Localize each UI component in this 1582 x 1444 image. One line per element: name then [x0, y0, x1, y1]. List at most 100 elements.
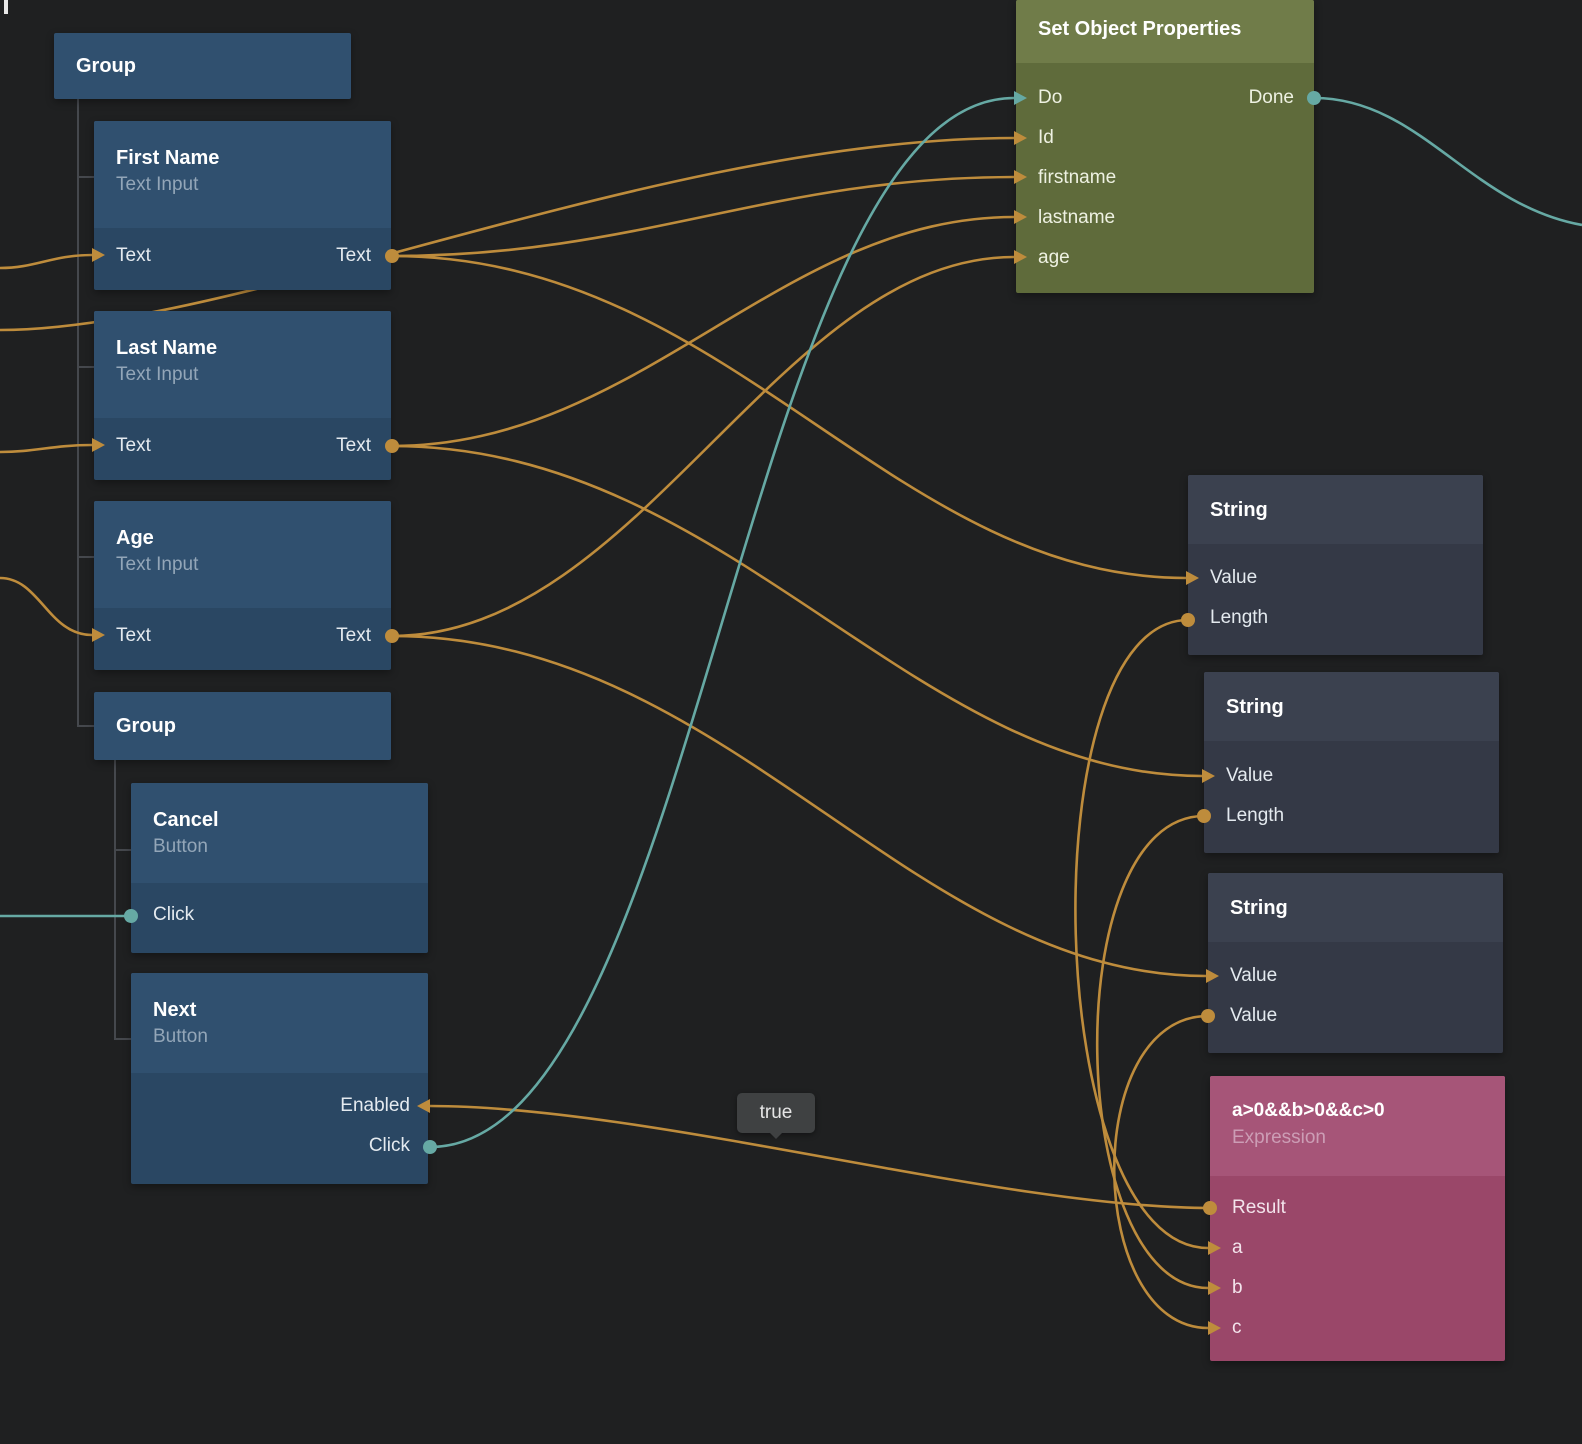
- node-header: First Name Text Input: [94, 121, 391, 228]
- node-header: Age Text Input: [94, 501, 391, 608]
- ports-section: Enabled Click: [131, 1073, 428, 1166]
- node-last-name[interactable]: Last Name Text Input Text Text: [94, 311, 391, 480]
- tree-line: [114, 849, 131, 851]
- stray-mark: [4, 0, 8, 14]
- node-title: Group: [116, 715, 176, 737]
- port-text-input[interactable]: Text: [116, 245, 151, 266]
- node-header: String: [1188, 475, 1483, 544]
- tree-line: [77, 725, 94, 727]
- node-first-name[interactable]: First Name Text Input Text Text: [94, 121, 391, 290]
- node-subtitle: Text Input: [116, 554, 199, 575]
- node-group-1[interactable]: Group: [54, 33, 351, 99]
- port-text-output[interactable]: Text: [336, 435, 371, 456]
- node-title: Last Name: [116, 337, 218, 359]
- port-row: Length: [1188, 598, 1483, 638]
- node-subtitle: Button: [153, 1026, 208, 1047]
- port-value-output[interactable]: Value: [1230, 1005, 1278, 1026]
- ports-section: Value Value: [1208, 942, 1503, 1036]
- port-row: c: [1210, 1308, 1505, 1348]
- port-text-output[interactable]: Text: [336, 245, 371, 266]
- node-title: Set Object Properties: [1038, 18, 1242, 40]
- port-c-input[interactable]: c: [1232, 1317, 1242, 1338]
- port-row: Value: [1208, 996, 1503, 1036]
- node-next-button[interactable]: Next Button Enabled Click: [131, 973, 428, 1184]
- tree-line: [114, 760, 116, 1040]
- node-header: Set Object Properties: [1016, 0, 1314, 63]
- node-group-2[interactable]: Group: [94, 692, 391, 760]
- node-title: a>0&&b>0&&c>0: [1232, 1100, 1385, 1121]
- port-row: b: [1210, 1268, 1505, 1308]
- port-do-input[interactable]: Do: [1038, 87, 1063, 108]
- port-firstname-input[interactable]: firstname: [1038, 167, 1117, 188]
- port-row: Value: [1188, 558, 1483, 598]
- node-age[interactable]: Age Text Input Text Text: [94, 501, 391, 670]
- node-title: String: [1226, 696, 1284, 718]
- node-header: a>0&&b>0&&c>0 Expression: [1210, 1076, 1505, 1176]
- node-title: Age: [116, 527, 154, 549]
- port-row: Text Text: [94, 236, 391, 276]
- port-row: age: [1016, 238, 1314, 278]
- port-row: Value: [1204, 756, 1499, 796]
- port-a-input[interactable]: a: [1232, 1237, 1243, 1258]
- port-b-input[interactable]: b: [1232, 1277, 1243, 1298]
- node-header: String: [1208, 873, 1503, 942]
- node-set-object-properties[interactable]: Set Object Properties Do Done Id firstna…: [1016, 0, 1314, 293]
- port-id-input[interactable]: Id: [1038, 127, 1054, 148]
- tree-line: [77, 366, 94, 368]
- node-header: Last Name Text Input: [94, 311, 391, 418]
- port-row: Click: [131, 1126, 428, 1166]
- node-subtitle: Button: [153, 836, 208, 857]
- port-length-output[interactable]: Length: [1226, 805, 1285, 826]
- port-row: Value: [1208, 956, 1503, 996]
- port-row: a: [1210, 1228, 1505, 1268]
- port-done-output[interactable]: Done: [1248, 87, 1294, 108]
- port-enabled-input[interactable]: Enabled: [340, 1095, 410, 1116]
- port-row: Text Text: [94, 616, 391, 656]
- node-expression[interactable]: a>0&&b>0&&c>0 Expression Result a b c: [1210, 1076, 1505, 1361]
- port-lastname-input[interactable]: lastname: [1038, 207, 1116, 228]
- node-subtitle: Text Input: [116, 174, 199, 195]
- ports-section: Value Length: [1188, 544, 1483, 638]
- ports-section: Text Text: [94, 608, 391, 656]
- port-row: Do Done: [1016, 78, 1314, 118]
- port-text-input[interactable]: Text: [116, 435, 151, 456]
- port-value-input[interactable]: Value: [1230, 965, 1278, 986]
- tree-line: [114, 1038, 131, 1040]
- port-row: lastname: [1016, 198, 1314, 238]
- port-row: Length: [1204, 796, 1499, 836]
- port-value-input[interactable]: Value: [1210, 567, 1258, 588]
- node-title: First Name: [116, 147, 220, 169]
- port-result-output[interactable]: Result: [1232, 1197, 1286, 1218]
- tree-line: [77, 556, 94, 558]
- port-age-input[interactable]: age: [1038, 247, 1070, 268]
- node-header: String: [1204, 672, 1499, 741]
- port-row: Text Text: [94, 426, 391, 466]
- node-title: Next: [153, 999, 197, 1021]
- node-header: Cancel Button: [131, 783, 428, 883]
- port-text-output[interactable]: Text: [336, 625, 371, 646]
- node-title: Group: [76, 55, 136, 77]
- node-cancel-button[interactable]: Cancel Button Click: [131, 783, 428, 953]
- port-row: Enabled: [131, 1086, 428, 1126]
- ports-section: Text Text: [94, 228, 391, 276]
- ports-section: Result a b c: [1210, 1176, 1505, 1348]
- ports-section: Text Text: [94, 418, 391, 466]
- ports-section: Click: [131, 883, 428, 935]
- tree-line: [77, 176, 94, 178]
- port-row: firstname: [1016, 158, 1314, 198]
- node-string-3[interactable]: String Value Value: [1208, 873, 1503, 1053]
- port-click-output[interactable]: Click: [368, 1135, 410, 1156]
- port-text-input[interactable]: Text: [116, 625, 151, 646]
- node-title: Cancel: [153, 809, 219, 831]
- node-subtitle: Text Input: [116, 364, 199, 385]
- port-value-input[interactable]: Value: [1226, 765, 1274, 786]
- ports-section: Do Done Id firstname lastname age: [1016, 63, 1314, 278]
- node-string-2[interactable]: String Value Length: [1204, 672, 1499, 853]
- port-click-output[interactable]: Click: [153, 904, 195, 925]
- port-length-output[interactable]: Length: [1210, 607, 1269, 628]
- node-header: Next Button: [131, 973, 428, 1073]
- port-row: Result: [1210, 1188, 1505, 1228]
- node-string-1[interactable]: String Value Length: [1188, 475, 1483, 655]
- node-title: String: [1210, 499, 1268, 521]
- node-subtitle: Expression: [1232, 1127, 1326, 1148]
